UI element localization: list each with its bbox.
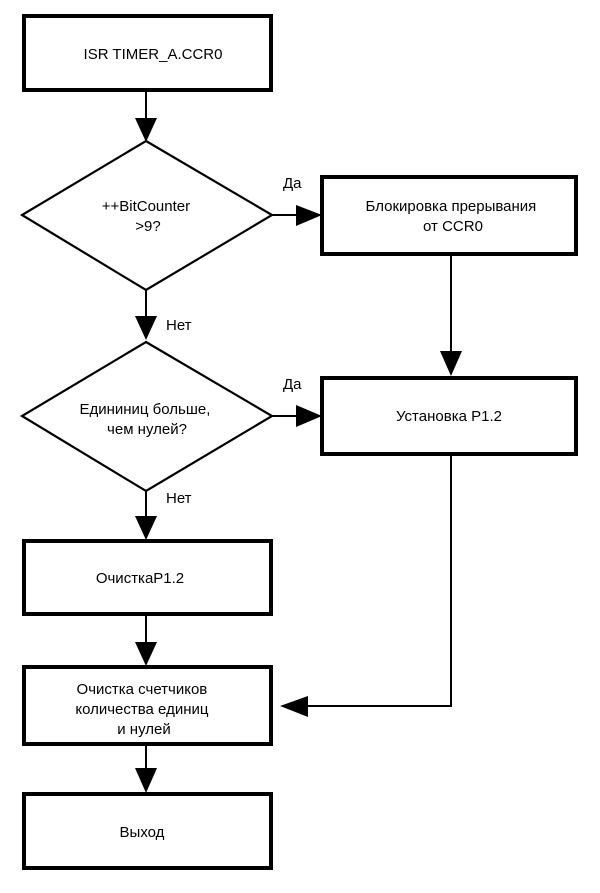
arrowhead-right-icon	[296, 205, 322, 226]
edge-label-yes-2: Да	[283, 376, 302, 393]
block-interrupt-box	[320, 175, 578, 256]
clear-counters-label: Очистка счетчиков количества единиц и ну…	[75, 681, 212, 738]
decision-ones-diamond	[19, 340, 275, 493]
arrowhead-down-icon	[135, 516, 157, 540]
clear-counters-box	[22, 665, 273, 746]
arrowheads	[135, 118, 462, 793]
arrowhead-right-icon	[296, 405, 322, 427]
clear-p12-box	[22, 539, 273, 616]
clear-p12-label: ОчисткаP1.2	[96, 570, 184, 587]
decision-bitcounter-diamond	[19, 139, 275, 292]
arrowhead-down-icon	[135, 118, 157, 142]
connector-set-to-counters	[306, 454, 452, 707]
edge-label-no-1: Нет	[166, 317, 192, 334]
decision-bitcounter-label: ++BitCounter >9?	[102, 198, 195, 235]
connectors	[145, 90, 452, 770]
edge-label-no-2: Нет	[166, 490, 192, 507]
arrowhead-down-icon	[440, 351, 462, 376]
edge-label-yes-1: Да	[283, 175, 302, 192]
arrowhead-left-icon	[280, 696, 308, 717]
set-p12-label: Установка P1.2	[396, 408, 502, 425]
isr-box	[22, 14, 273, 92]
decision-ones-label: Едининиц больше, чем нулей?	[79, 401, 214, 438]
arrowhead-down-icon	[135, 316, 157, 340]
exit-label: Выход	[120, 824, 165, 841]
exit-box	[22, 792, 273, 870]
arrowhead-down-icon	[135, 768, 157, 793]
arrowhead-down-icon	[135, 642, 157, 666]
set-p12-box	[320, 376, 578, 456]
block-interrupt-label: Блокировка прерывания от CCR0	[366, 198, 541, 235]
isr-label: ISR TIMER_A.CCR0	[84, 46, 223, 63]
